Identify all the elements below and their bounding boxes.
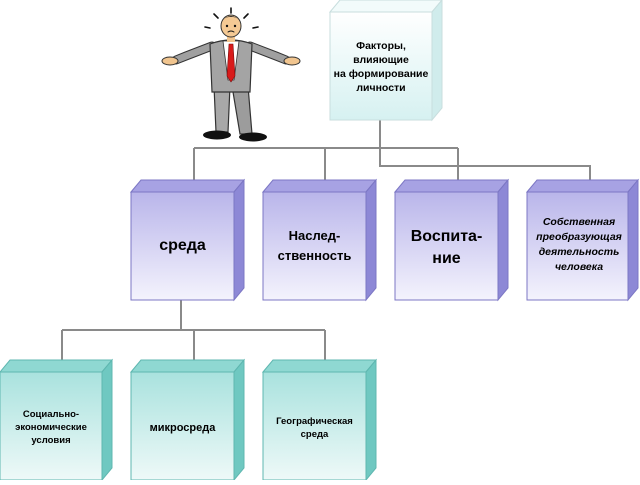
root-label-text: Факторы, влияющие на формирование личнос…: [333, 40, 429, 94]
factor-label-own-activity: Собственная преобразующая деятельность ч…: [524, 210, 634, 280]
factor-label-text: среда: [159, 237, 206, 254]
factor-label-text: Наслед- ственность: [277, 228, 352, 263]
factor-label-environment: среда: [131, 226, 234, 266]
factor-label-upbringing: Воспита- ние: [395, 224, 498, 272]
subtype-box-geographic: [261, 358, 378, 482]
subtype-label-socioeconomic: Социально- экономические условия: [0, 400, 106, 454]
subtype-box-socioeconomic: [0, 358, 114, 482]
factor-box-own-activity: [525, 178, 640, 302]
factor-label-text: Воспита- ние: [410, 228, 483, 267]
subtype-box-microenvironment: [129, 358, 246, 482]
subtype-label-text: Социально- экономические условия: [15, 408, 87, 446]
confusion-marks-icon: [204, 7, 259, 29]
confused-man-illustration: [161, 7, 301, 142]
factor-box-environment: [129, 178, 246, 302]
subtype-label-geographic: Географическая среда: [263, 410, 366, 446]
subtype-label-text: Географическая среда: [276, 416, 353, 440]
connector-lines: [61, 120, 591, 362]
factor-box-heredity: [261, 178, 378, 302]
factor-box-upbringing: [393, 178, 510, 302]
subtype-label-microenvironment: микросреда: [131, 416, 234, 440]
factor-label-text: Собственная преобразующая деятельность ч…: [536, 216, 622, 273]
factor-label-heredity: Наслед- ственность: [263, 222, 366, 270]
root-box: [328, 0, 443, 122]
root-label: Факторы, влияющие на формирование личнос…: [322, 32, 440, 102]
subtype-label-text: микросреда: [149, 422, 216, 434]
